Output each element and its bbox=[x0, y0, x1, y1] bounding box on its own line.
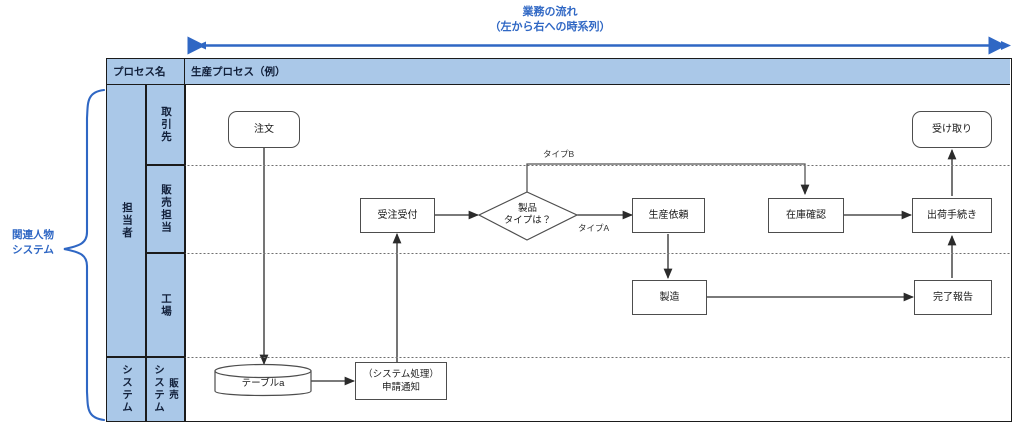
node-zaiko-kakunin[interactable]: 在庫確認 bbox=[768, 198, 844, 233]
node-juchu-uketsuke[interactable]: 受注受付 bbox=[360, 198, 435, 233]
node-kanryou-houkoku[interactable]: 完了報告 bbox=[914, 280, 992, 315]
lane-hanbai-system-label-b: 販売 bbox=[167, 377, 178, 401]
lane-torihikisaki-label: 取引先 bbox=[160, 106, 172, 144]
header-process-name: プロセス名 bbox=[107, 59, 185, 85]
lane-group-system-label: システム bbox=[121, 364, 133, 414]
lane-koujou: 工場 bbox=[146, 253, 185, 357]
header-process-example: 生産プロセス（例） bbox=[185, 59, 1010, 85]
node-shinsei-tsuchi[interactable]: （システム処理） 申請通知 bbox=[355, 362, 447, 400]
edge-label-type-b: タイプB bbox=[543, 149, 575, 159]
node-shukka-tetsuzuki[interactable]: 出荷手続き bbox=[912, 198, 992, 233]
lane-col-divider-1 bbox=[146, 164, 185, 166]
node-seizou[interactable]: 製造 bbox=[632, 280, 707, 315]
lane-col-divider-2 bbox=[146, 252, 185, 254]
lane-divider-2 bbox=[185, 253, 1010, 254]
timeline-arrow-right-head bbox=[1001, 41, 1011, 50]
lane-group-system: システム bbox=[107, 357, 146, 421]
node-table-a-label[interactable]: テーブルa bbox=[241, 378, 285, 389]
lane-hanbai-system: システム 販売 bbox=[146, 357, 185, 421]
lane-col-divider-3 bbox=[107, 356, 185, 358]
lane-group-tantousha: 担当者 bbox=[107, 85, 146, 357]
lane-koujou-label: 工場 bbox=[160, 292, 172, 318]
lane-hanbai-system-label-a: システム bbox=[153, 364, 165, 414]
page-title: 業務の流れ （左から右への時系列） bbox=[489, 6, 611, 33]
lane-hanbai-tantou-label: 販売担当 bbox=[160, 184, 172, 234]
edge-label-type-a: タイプA bbox=[578, 223, 610, 233]
node-chumon[interactable]: 注文 bbox=[228, 111, 300, 148]
node-seihin-type-label[interactable]: 製品 タイプは？ bbox=[503, 203, 552, 226]
node-table-a-shape[interactable] bbox=[214, 363, 312, 397]
node-seisan-irai[interactable]: 生産依頼 bbox=[632, 198, 705, 233]
lane-divider-1 bbox=[185, 165, 1010, 166]
node-uketori[interactable]: 受け取り bbox=[912, 111, 992, 148]
node-seihin-type-shape[interactable] bbox=[477, 191, 579, 241]
lane-divider-3 bbox=[185, 357, 1010, 358]
lane-torihikisaki: 取引先 bbox=[146, 85, 185, 165]
timeline-arrow-left-head bbox=[197, 41, 206, 50]
edge-typeB-to-zaiko bbox=[526, 163, 810, 196]
lane-col-separator-1 bbox=[145, 85, 147, 421]
swimlane-table: プロセス名 生産プロセス（例） 担当者 システム 取引先 販売担当 工場 システ… bbox=[106, 58, 1012, 422]
lane-group-tantousha-label: 担当者 bbox=[121, 202, 133, 240]
scope-brace bbox=[63, 88, 106, 422]
scope-brace-label: 関連人物 システム bbox=[12, 229, 54, 256]
lane-hanbai-tantou: 販売担当 bbox=[146, 165, 185, 253]
